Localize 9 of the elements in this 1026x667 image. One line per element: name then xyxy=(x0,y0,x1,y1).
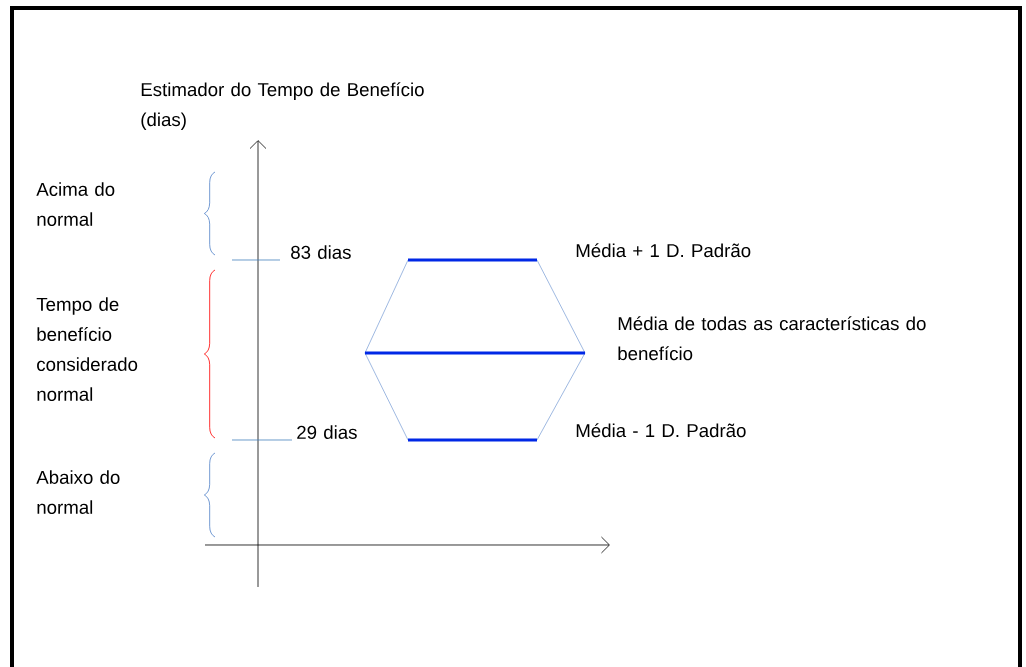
value-label: 29 dias xyxy=(297,425,357,439)
axis-title: Estimador do Tempo de Benefício (dias) xyxy=(141,82,424,130)
line-label: Média de todas as características do benefício xyxy=(618,316,926,361)
line-label: Média - 1 D. Padrão xyxy=(576,423,746,438)
range-label: Abaixo do normal xyxy=(36,470,120,514)
range-label: Acima do normal xyxy=(36,182,115,226)
range-label: Tempo de benefício considerado normal xyxy=(36,297,138,401)
value-label: 83 dias xyxy=(291,245,351,259)
line-label: Média + 1 D. Padrão xyxy=(576,243,751,258)
